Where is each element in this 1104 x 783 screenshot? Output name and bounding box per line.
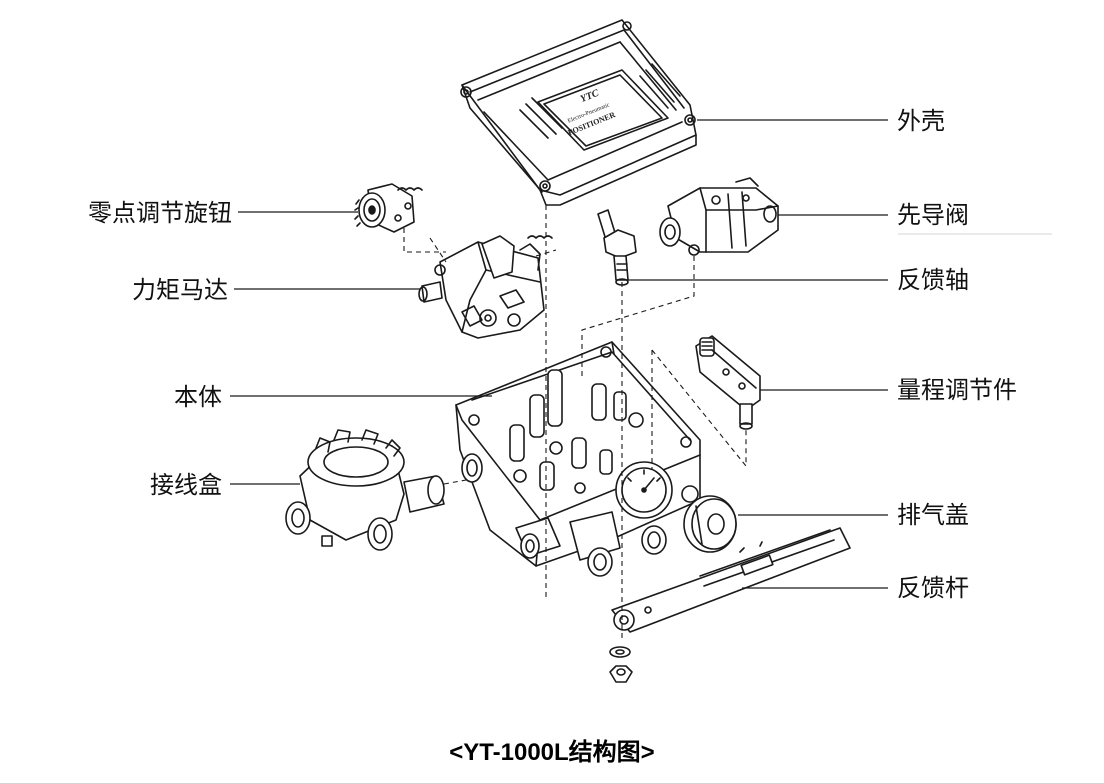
label-feedback-shaft: 反馈轴 bbox=[897, 266, 969, 294]
exhaust-cover-part bbox=[684, 496, 736, 552]
label-feedback-lever: 反馈杆 bbox=[897, 574, 969, 602]
leader-lines bbox=[230, 119, 1052, 589]
label-housing: 外壳 bbox=[897, 107, 945, 135]
label-exhaust-cover: 排气盖 bbox=[897, 501, 969, 529]
assembly-guides bbox=[403, 205, 747, 640]
junction-box-part bbox=[286, 430, 444, 550]
torque-motor-part bbox=[419, 236, 552, 338]
housing-part bbox=[461, 20, 696, 205]
feedback-lever-part bbox=[612, 528, 850, 632]
body-part bbox=[456, 342, 700, 576]
pilot-valve-part bbox=[660, 178, 778, 255]
diagram-caption: <YT-1000L结构图> bbox=[449, 738, 654, 766]
zero-knob-part bbox=[355, 184, 422, 232]
label-body: 本体 bbox=[174, 383, 222, 411]
label-span-adjuster: 量程调节件 bbox=[897, 376, 1017, 404]
feedback-shaft-part bbox=[598, 210, 636, 285]
nut-and-washer bbox=[610, 647, 632, 682]
label-junction-box: 接线盒 bbox=[150, 471, 222, 499]
label-torque-motor: 力矩马达 bbox=[132, 276, 228, 304]
span-adjuster-part bbox=[696, 336, 760, 429]
label-zero-knob: 零点调节旋钮 bbox=[88, 199, 232, 227]
label-pilot-valve: 先导阀 bbox=[897, 201, 969, 229]
